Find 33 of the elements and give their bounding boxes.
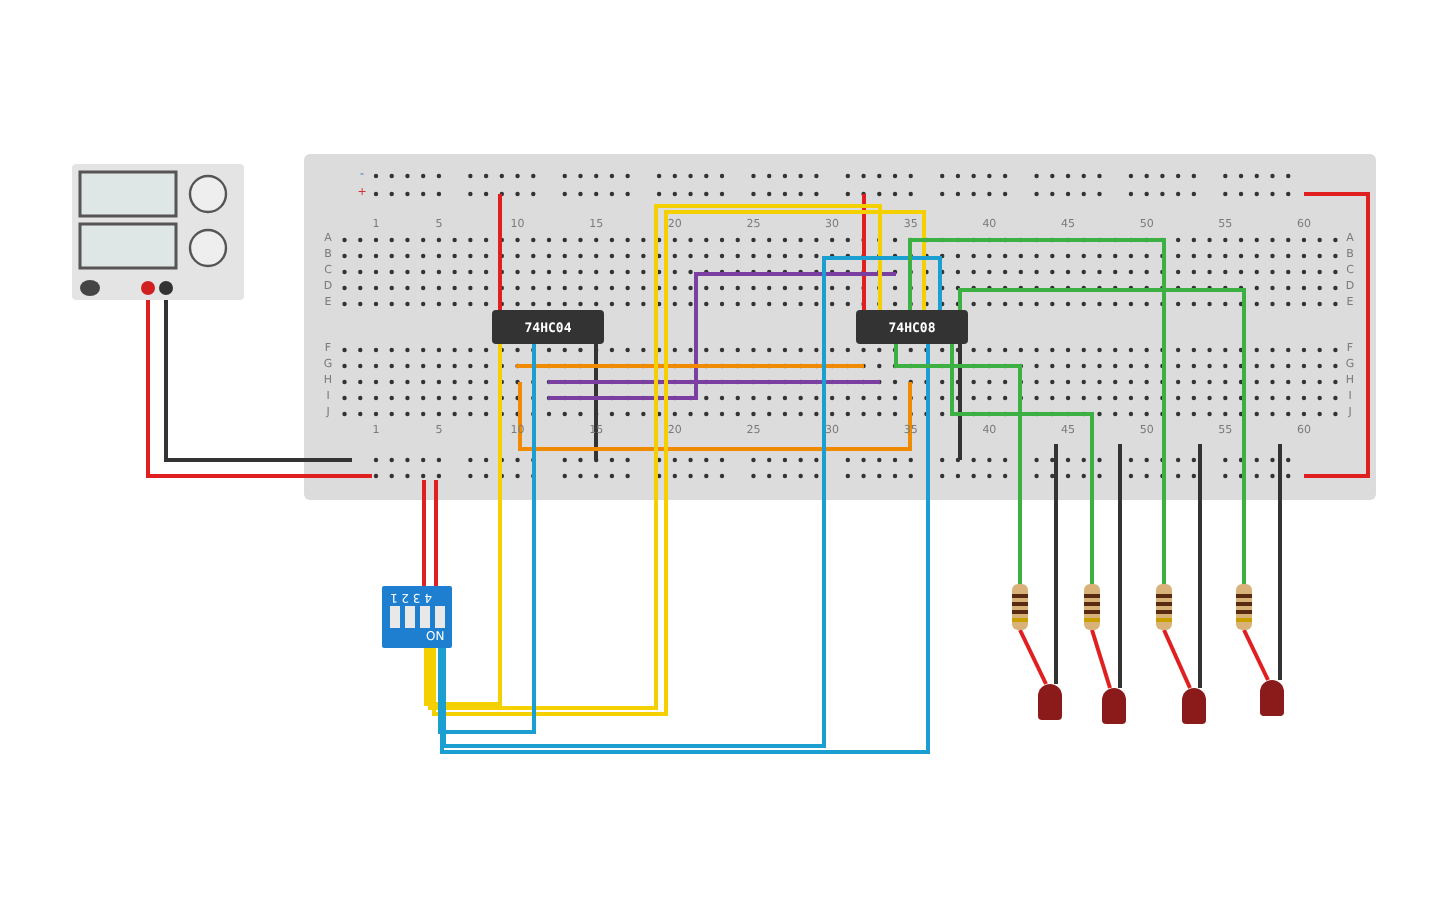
wire xyxy=(958,288,1246,584)
resistor-icon xyxy=(1084,584,1100,630)
wire xyxy=(434,480,438,586)
wire xyxy=(438,344,536,734)
resistor-icon xyxy=(1012,584,1028,630)
wire xyxy=(950,344,1094,584)
wire xyxy=(1242,629,1270,681)
led-icon xyxy=(1102,688,1126,724)
wire xyxy=(1278,444,1282,680)
wire xyxy=(422,480,426,586)
wire xyxy=(1162,629,1192,689)
wire xyxy=(1118,444,1122,688)
wire xyxy=(908,238,1166,584)
wire xyxy=(1198,444,1202,688)
wire xyxy=(164,300,352,462)
dip-switch xyxy=(382,586,452,648)
led-icon xyxy=(1182,688,1206,724)
wire xyxy=(1018,629,1048,685)
ic-chip xyxy=(492,310,604,344)
wire xyxy=(146,300,372,478)
wire xyxy=(894,344,1022,584)
ic-chip xyxy=(856,310,968,344)
led-icon xyxy=(1038,684,1062,720)
resistor-icon xyxy=(1156,584,1172,630)
breadboard-drawing xyxy=(304,154,1376,500)
led-icon xyxy=(1260,680,1284,716)
wire xyxy=(1054,444,1058,684)
wire xyxy=(442,256,942,748)
resistor-icon xyxy=(1236,584,1252,630)
wire xyxy=(424,344,502,706)
wire xyxy=(440,344,930,754)
wire xyxy=(1090,629,1112,689)
power-supply-drawing xyxy=(72,164,244,300)
